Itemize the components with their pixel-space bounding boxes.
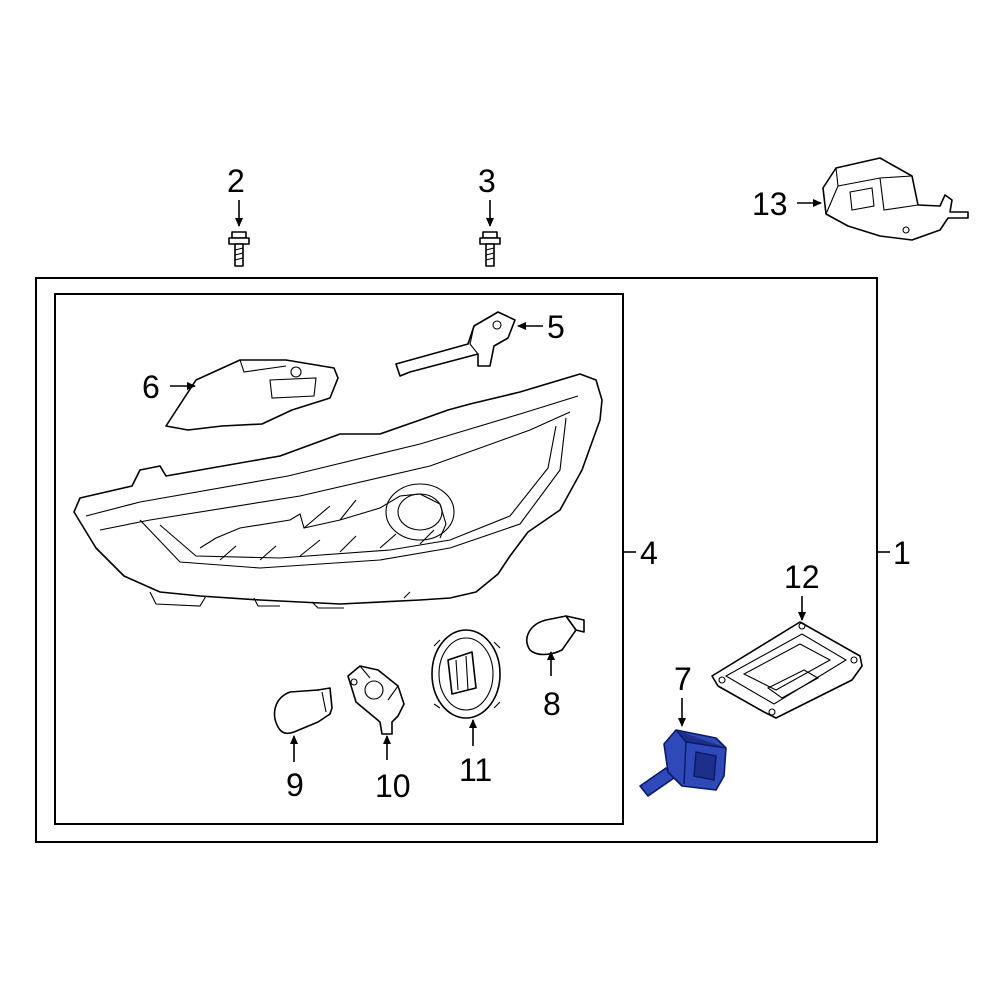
bulb-9[interactable] [273, 687, 333, 735]
socket-10[interactable] [347, 665, 405, 735]
callout-7: 7 [674, 661, 692, 697]
wedge-bulb-8[interactable] [526, 615, 585, 656]
callout-2: 2 [227, 163, 245, 199]
dust-cap-11[interactable] [431, 629, 501, 719]
callout-3: 3 [478, 163, 496, 199]
ballast-12[interactable] [711, 621, 863, 719]
callout-10: 10 [375, 768, 411, 804]
callout-1: 1 [893, 535, 911, 571]
callout-9: 9 [286, 767, 304, 803]
bracket-5[interactable] [395, 311, 516, 377]
control-module-13[interactable] [822, 157, 969, 241]
callout-5: 5 [547, 309, 565, 345]
assembly-frame-inner [54, 293, 624, 825]
callout-11: 11 [459, 752, 492, 788]
callout-4: 4 [640, 535, 658, 571]
callout-12: 12 [784, 559, 820, 595]
headlamp-housing-4[interactable] [73, 373, 603, 609]
cover-plate-6[interactable] [165, 359, 339, 431]
callout-6: 6 [142, 369, 160, 405]
bolt-2[interactable] [228, 231, 250, 267]
callout-8: 8 [543, 686, 561, 722]
callout-13: 13 [752, 186, 788, 222]
assembly-frame-outer [35, 277, 878, 843]
bolt-3[interactable] [479, 231, 501, 267]
hid-bulb-7[interactable] [639, 729, 727, 797]
